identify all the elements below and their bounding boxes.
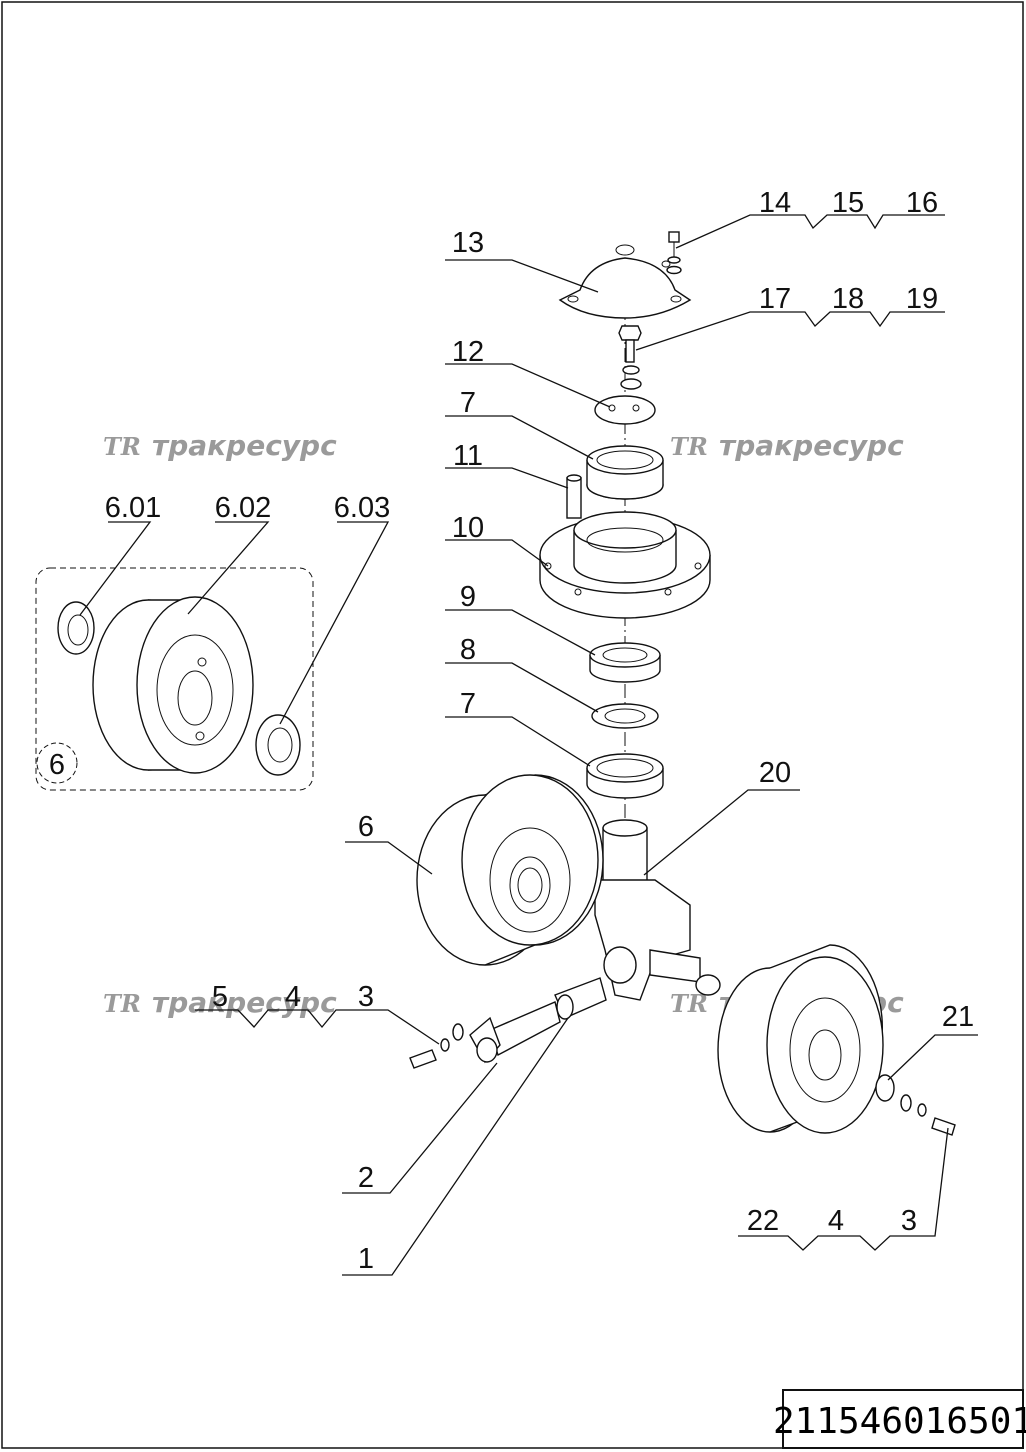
part-bearing-upper <box>586 445 664 500</box>
callout-16: 16 <box>906 187 938 219</box>
callout-3-left: 3 <box>358 981 374 1013</box>
svg-text:тракресурс: тракресурс <box>152 986 337 1019</box>
watermark: TR тракресурс <box>103 429 337 462</box>
callout-4-right: 4 <box>828 1205 844 1237</box>
leader-lines <box>79 214 978 1276</box>
part-fork-housing <box>594 819 721 1001</box>
callout-11: 11 <box>453 440 483 472</box>
callout-6-02: 6.02 <box>215 492 271 524</box>
part-flange-housing <box>539 511 711 619</box>
callout-21: 21 <box>942 1001 974 1033</box>
watermark: TR тракресурс <box>103 986 337 1019</box>
watermark-logo-icon: TR <box>103 989 141 1018</box>
callout-10: 10 <box>452 512 484 544</box>
part-fastener-right <box>875 1074 956 1136</box>
part-bracket <box>469 1016 501 1064</box>
callout-6-inset: 6 <box>49 749 65 781</box>
part-bearing-lower <box>586 753 664 799</box>
svg-text:тракресурс: тракресурс <box>719 429 904 462</box>
callout-22: 22 <box>747 1205 779 1237</box>
drawing-code-box <box>782 1389 1024 1449</box>
drawing-code: 211546016501 <box>773 1401 1026 1442</box>
callout-5: 5 <box>212 981 228 1013</box>
part-cover <box>558 244 692 319</box>
callout-14: 14 <box>759 187 791 219</box>
callout-17: 17 <box>759 283 791 315</box>
callout-15: 15 <box>832 187 864 219</box>
callout-6: 6 <box>358 811 374 843</box>
callout-20: 20 <box>759 757 791 789</box>
part-fastener-left <box>409 1023 464 1069</box>
watermark: TR тракресурс <box>670 429 904 462</box>
callout-6-03: 6.03 <box>334 492 390 524</box>
part-thrust-bearing <box>589 642 661 683</box>
watermark-logo-icon: TR <box>670 432 708 461</box>
callout-1: 1 <box>358 1243 374 1275</box>
callout-2: 2 <box>358 1162 374 1194</box>
callout-labels: 13 14 15 16 17 18 19 12 7 11 10 9 8 7 20… <box>36 187 974 1275</box>
callout-7-lower: 7 <box>460 688 476 720</box>
part-wheel-left <box>416 774 604 966</box>
part-washer <box>591 703 659 729</box>
callout-6-01: 6.01 <box>105 492 161 524</box>
callout-13: 13 <box>452 227 484 259</box>
callout-12: 12 <box>452 336 484 368</box>
callout-9: 9 <box>460 581 476 613</box>
part-bolt <box>618 325 642 390</box>
callout-8: 8 <box>460 634 476 666</box>
callout-4-left: 4 <box>285 981 301 1013</box>
callout-3-right: 3 <box>901 1205 917 1237</box>
svg-text:тракресурс: тракресурс <box>152 429 337 462</box>
inset-wheel-detail <box>35 567 314 791</box>
part-axle <box>489 977 607 1057</box>
callout-18: 18 <box>832 283 864 315</box>
inset-marker <box>36 742 78 784</box>
callout-7-upper: 7 <box>460 387 476 419</box>
watermark-logo-icon: TR <box>103 432 141 461</box>
part-pin <box>566 474 582 519</box>
callout-19: 19 <box>906 283 938 315</box>
part-small-bolt <box>666 231 682 275</box>
part-lock-plate <box>594 395 656 425</box>
part-wheel-right <box>717 944 884 1134</box>
